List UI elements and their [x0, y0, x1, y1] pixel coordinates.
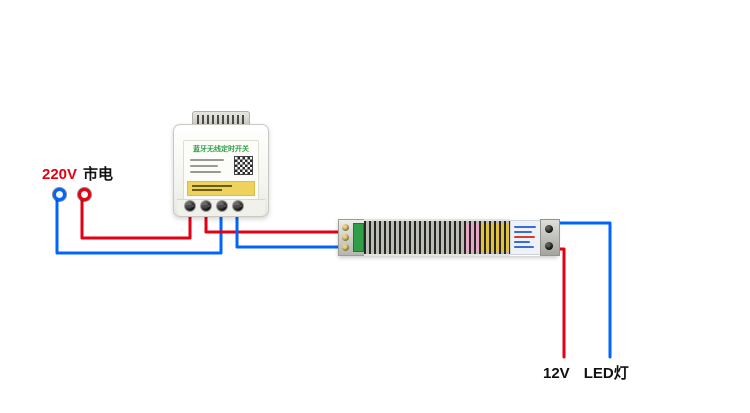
output-screw-1	[545, 225, 553, 233]
mains-name: 市电	[83, 166, 114, 183]
timer-body: 蓝牙无线定时开关	[173, 124, 269, 217]
qr-code-icon	[234, 156, 253, 175]
warning-text-line	[192, 185, 232, 187]
output-name: LED灯	[583, 365, 629, 382]
spec-text-line	[514, 231, 532, 233]
psu-spec-label	[510, 220, 542, 255]
mains-label: 220V 市电	[42, 163, 113, 184]
led-power-supply	[338, 219, 560, 256]
terminal-screw-1	[185, 201, 195, 211]
mains-voltage: 220V	[42, 166, 78, 183]
device-title: 蓝牙无线定时开关	[193, 146, 249, 153]
spec-text-line	[514, 246, 534, 248]
input-terminal-green-block	[353, 223, 364, 252]
terminal-screw-2	[201, 201, 211, 211]
mains-neutral-terminal	[53, 188, 66, 201]
terminal-screw-3	[217, 201, 227, 211]
label-text-line	[190, 159, 224, 161]
output-voltage: 12V	[543, 365, 570, 382]
device-front-label: 蓝牙无线定时开关	[183, 140, 259, 200]
input-screw-1	[342, 224, 349, 231]
spec-text-line	[514, 236, 535, 238]
psu-input-terminal-block	[338, 219, 366, 256]
psu-vent-grille	[364, 219, 516, 256]
grille-slots	[364, 221, 510, 254]
warning-strip	[187, 181, 255, 196]
input-screw-2	[342, 234, 349, 241]
connector-pins	[197, 115, 245, 124]
wire-psu-to-led-red	[550, 247, 566, 359]
spec-text-line	[514, 226, 536, 228]
spec-text-line	[514, 241, 530, 243]
label-text-line	[190, 171, 221, 173]
wire-mains-live-red	[80, 196, 192, 240]
input-screw-3	[342, 244, 349, 251]
label-text-line	[190, 165, 218, 167]
wire-timer-to-psu-blue	[235, 206, 354, 249]
mains-live-terminal	[78, 188, 91, 201]
terminal-screw-4	[233, 201, 243, 211]
psu-output-terminal-block	[540, 219, 560, 256]
wire-psu-to-led-blue	[550, 221, 612, 359]
output-label: 12V LED灯	[543, 362, 629, 383]
warning-text-line	[192, 189, 222, 191]
timer-switch-device: 蓝牙无线定时开关	[173, 111, 269, 217]
output-screw-2	[545, 242, 553, 250]
